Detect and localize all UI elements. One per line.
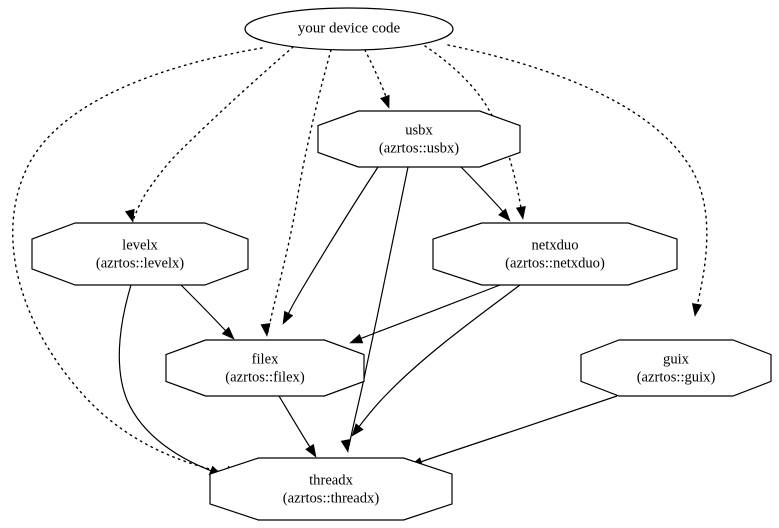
edge-usbx-threadx (348, 166, 409, 447)
node-shape-filex (165, 339, 365, 397)
arrowhead-usbx-netxduo (498, 208, 511, 222)
edge-netxduo-filex (354, 284, 501, 342)
arrowhead-levelx-filex (221, 326, 235, 340)
arrowhead-device-filex (260, 323, 271, 337)
edge-levelx-filex (180, 284, 232, 337)
arrowhead-device-levelx (124, 208, 135, 223)
node-shape-levelx (31, 222, 249, 286)
edge-device-guix (447, 44, 708, 311)
edge-guix-threadx (414, 395, 618, 465)
node-levelx[interactable]: levelx(azrtos::levelx) (31, 222, 249, 286)
arrowhead-usbx-filex (282, 310, 294, 325)
edge-filex-threadx (278, 395, 315, 454)
edge-device-netxduo (424, 45, 523, 215)
arrowhead-netxduo-threadx (351, 423, 364, 437)
arrowhead-usbx-threadx (340, 438, 351, 453)
edge-device-levelx (133, 46, 294, 219)
node-shape-guix (580, 339, 772, 397)
arrowhead-device-guix (691, 303, 702, 317)
node-shape-usbx (317, 110, 521, 168)
node-shape-netxduo (432, 222, 678, 286)
node-netxduo[interactable]: netxduo(azrtos::netxduo) (432, 222, 678, 286)
nodes-layer: your device codeusbx(azrtos::usbx)levelx… (31, 7, 772, 521)
edge-usbx-filex (284, 166, 379, 321)
edge-levelx-threadx (118, 284, 218, 474)
node-usbx[interactable]: usbx(azrtos::usbx) (317, 110, 521, 168)
arrowhead-device-netxduo (515, 206, 526, 220)
node-threadx[interactable]: threadx(azrtos::threadx) (209, 457, 453, 521)
arrowhead-device-usbx (380, 94, 390, 109)
arrowhead-filex-threadx (305, 443, 317, 458)
edge-device-usbx (364, 49, 389, 104)
edge-device-filex (267, 49, 332, 333)
node-device[interactable]: your device code (244, 7, 454, 51)
edge-netxduo-threadx (354, 284, 521, 433)
node-filex[interactable]: filex(azrtos::filex) (165, 339, 365, 397)
node-guix[interactable]: guix(azrtos::guix) (580, 339, 772, 397)
node-shape-threadx (209, 457, 453, 521)
arrowhead-netxduo-filex (349, 333, 364, 344)
edge-usbx-netxduo (460, 166, 508, 218)
node-shape-device (244, 7, 454, 51)
